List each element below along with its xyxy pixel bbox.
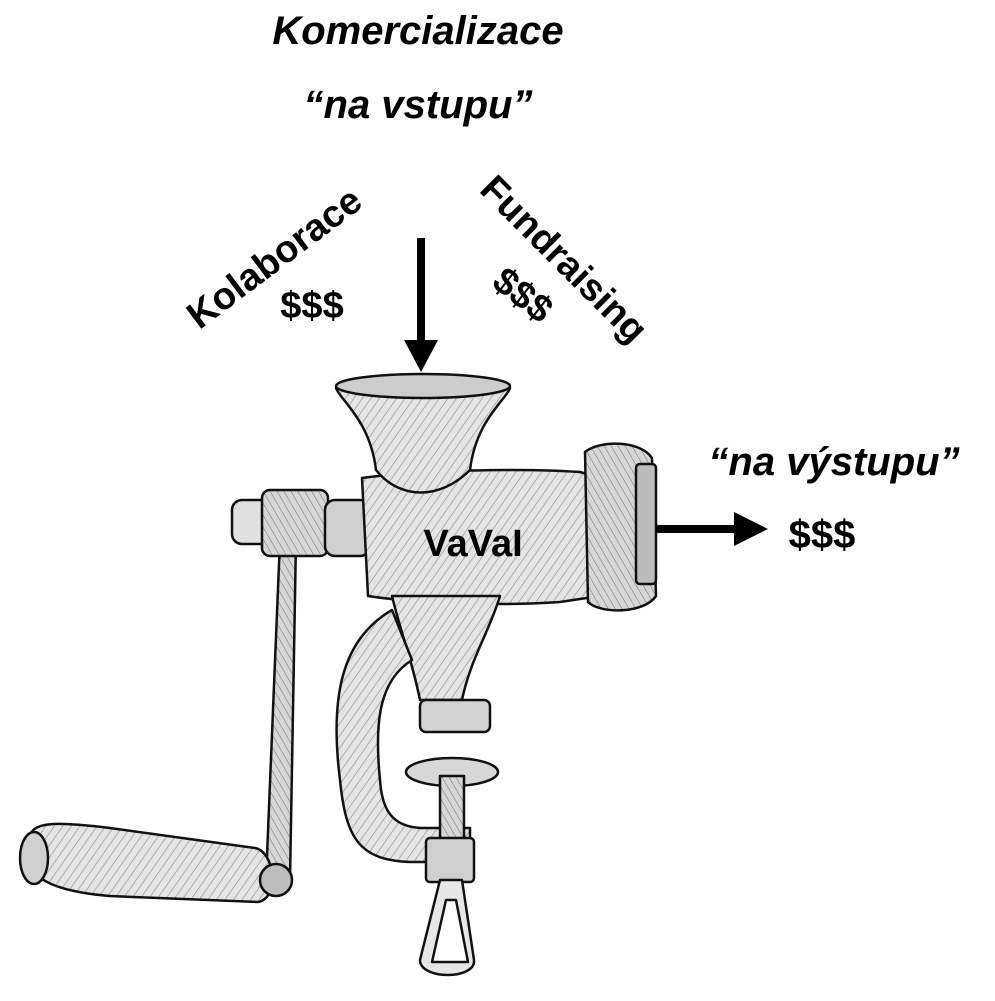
input-right-label: Fundraising [472, 168, 655, 351]
title-line-2: “na vstupu” [304, 83, 533, 127]
input-arrow [404, 238, 438, 372]
output-money: $$$ [789, 513, 856, 557]
output-arrow [656, 512, 768, 546]
input-right-group: Fundraising [472, 168, 655, 351]
output-label: “na výstupu” [708, 440, 959, 484]
meat-grinder-icon [20, 374, 656, 975]
title-line-1: Komercializace [272, 9, 563, 53]
input-left-money: $$$ [280, 285, 343, 327]
center-label: VaVaI [423, 523, 522, 565]
